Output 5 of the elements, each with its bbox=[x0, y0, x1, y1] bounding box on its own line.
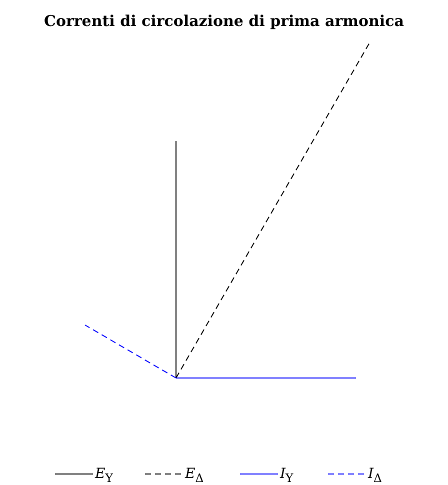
chart-title: Correnti di circolazione di prima armonica bbox=[43, 12, 405, 30]
legend-label: I$_{Δ}$ bbox=[368, 466, 382, 485]
legend-label: I$_{Y}$ bbox=[280, 466, 294, 485]
legend-label: E$_{Δ}$ bbox=[185, 466, 204, 485]
legend-label: E$_{Y}$ bbox=[95, 466, 113, 485]
